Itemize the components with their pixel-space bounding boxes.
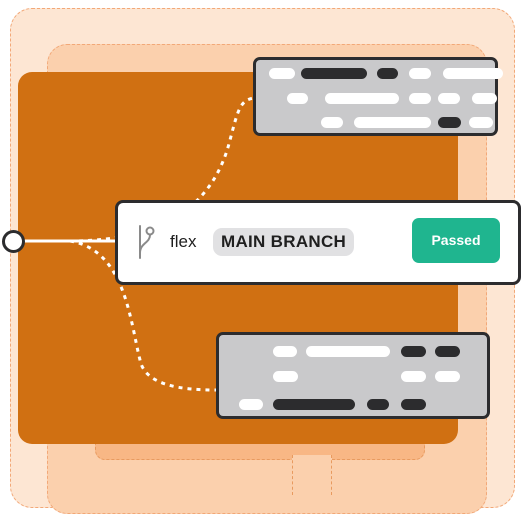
placeholder-bar: [435, 346, 460, 357]
placeholder-bar: [273, 371, 298, 382]
placeholder-bar: [269, 68, 295, 79]
placeholder-bar: [273, 346, 297, 357]
start-node-icon: [2, 230, 25, 253]
placeholder-card-top: [253, 57, 503, 136]
placeholder-bar: [443, 68, 503, 79]
connector-lines: [19, 96, 255, 392]
branch-card[interactable]: flex MAIN BRANCH Passed: [115, 200, 521, 285]
placeholder-bar: [325, 93, 399, 104]
placeholder-bar: [367, 399, 389, 410]
lower-dotted-connector: [69, 239, 217, 392]
git-branch-icon: [134, 223, 156, 261]
placeholder-bar: [321, 117, 343, 128]
placeholder-bar: [438, 117, 461, 128]
placeholder-bar: [239, 399, 263, 410]
placeholder-bar: [438, 93, 460, 104]
placeholder-bar: [401, 399, 426, 410]
placeholder-bar: [401, 346, 426, 357]
placeholder-bar: [306, 346, 390, 357]
placeholder-bar: [401, 371, 426, 382]
placeholder-bar: [273, 399, 355, 410]
placeholder-bar: [301, 68, 367, 79]
placeholder-card-bottom: [216, 332, 490, 419]
placeholder-bar: [409, 93, 431, 104]
placeholder-bar: [435, 371, 460, 382]
branch-name-badge: MAIN BRANCH: [213, 228, 355, 256]
repo-name: flex: [170, 232, 197, 251]
placeholder-bar: [409, 68, 431, 79]
placeholder-bar: [469, 117, 493, 128]
status-passed-badge[interactable]: Passed: [412, 218, 500, 263]
placeholder-bar: [354, 117, 431, 128]
placeholder-bar: [377, 68, 398, 79]
placeholder-bar: [472, 93, 497, 104]
placeholder-bar: [287, 93, 308, 104]
